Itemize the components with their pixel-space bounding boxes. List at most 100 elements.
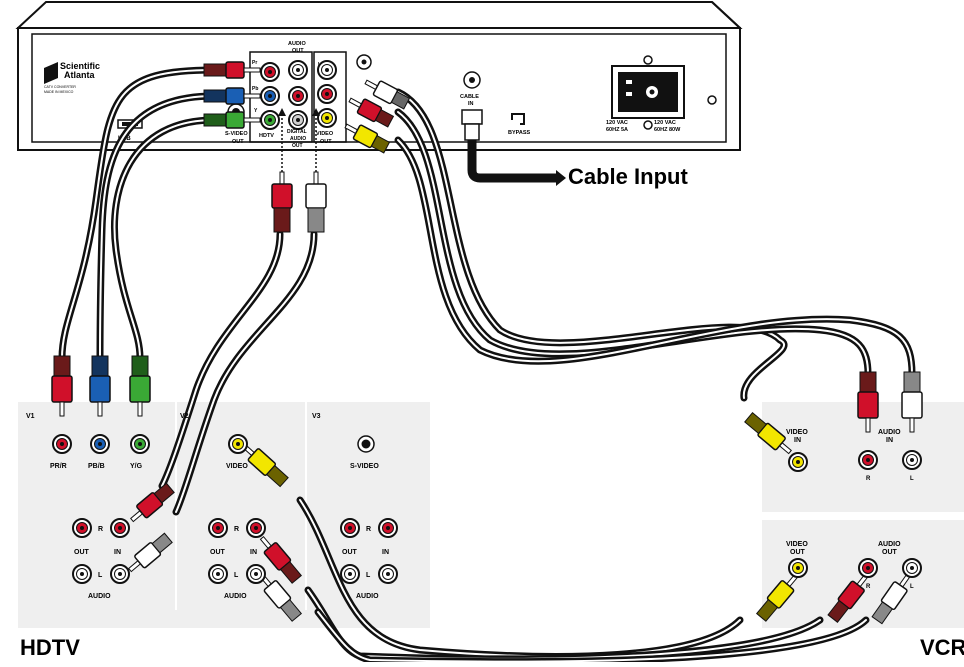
vcr-title: VCR (920, 635, 964, 660)
vcr-audio-out-l-jack (902, 558, 922, 578)
audio-l-jack (288, 60, 308, 80)
cable-in-label-1: CABLE (460, 94, 479, 100)
digital-audio-plugs (271, 171, 327, 233)
hdtv-pr-jack (52, 434, 72, 454)
video-out-l-jack (317, 60, 337, 80)
cable-input-label: Cable Input (568, 164, 688, 189)
audio-out-jacks: AUDIO OUT DIGITAL AUDIO OUT (287, 41, 308, 149)
hdtv-v2-plugs (241, 443, 303, 622)
vcr-video-out-label-2: OUT (790, 549, 806, 556)
audio-r-jack (288, 86, 308, 106)
video-out-label-1: VIDEO (316, 131, 334, 137)
brand-line-1: Scientific (60, 61, 100, 71)
svg-text:L: L (910, 584, 914, 590)
s-video-out-label-2: OUT (232, 139, 244, 145)
svg-text:IN: IN (114, 549, 121, 556)
pb-label: Pb (252, 86, 258, 92)
vcr-video-out-jack (788, 558, 808, 578)
svg-text:L: L (98, 572, 103, 579)
hdtv-out-label: HDTV (259, 133, 274, 139)
hdtv-video-label: VIDEO (226, 463, 248, 470)
vcr-video-out-label-1: VIDEO (786, 541, 808, 548)
bypass-label: BYPASS (508, 130, 531, 136)
power2-label-1: 120 VAC (654, 120, 676, 126)
video-out-r-jack (317, 84, 337, 104)
digital-audio-jack (288, 110, 308, 130)
svg-text:AUDIO: AUDIO (224, 593, 247, 600)
y-label: Y (254, 108, 258, 114)
cable-in-connector: CABLE IN (460, 71, 483, 141)
svg-text:L: L (366, 572, 371, 579)
hdtv-v2-label: V2 (180, 413, 189, 420)
audio-out-label-2: OUT (292, 48, 304, 54)
hdtv-audio-in-plugs (128, 482, 175, 573)
vcr-in-plugs (744, 371, 923, 455)
vcr-audio-out-label-1: AUDIO (878, 541, 901, 548)
bypass-switch: BYPASS (508, 113, 531, 136)
hdtv-v3-label: V3 (312, 413, 321, 420)
svg-text:OUT: OUT (74, 549, 90, 556)
vcr-audio-in-r-jack (858, 450, 878, 470)
svg-text:R: R (234, 526, 239, 533)
svg-text:L: L (234, 572, 239, 579)
digital-audio-label-1: DIGITAL (287, 129, 307, 135)
hdtv-y-jack (130, 434, 150, 454)
cable-in-label-2: IN (468, 101, 474, 107)
digital-audio-label-3: OUT (292, 143, 303, 149)
svg-text:L: L (910, 476, 914, 482)
svg-text:AUDIO: AUDIO (356, 593, 379, 600)
svg-text:IN: IN (382, 549, 389, 556)
video-out-jacks: L VIDEO OUT (313, 51, 372, 145)
brand-line-3: CATV CONVERTER (44, 85, 76, 89)
brand-line-2: Atlanta (64, 70, 95, 80)
hdtv-panel-content: V1 V2 V3 PR/R PB/B Y/G VIDEO S-VIDEO R L… (26, 413, 398, 600)
vcr-audio-in-label-2: IN (886, 437, 893, 444)
hdtv-yg-label: Y/G (130, 463, 143, 470)
rf-out-connector (356, 54, 372, 70)
hdtv-s-video-jack (357, 435, 375, 453)
svg-text:IN: IN (250, 549, 257, 556)
cable-input-line (467, 140, 566, 186)
svg-text:R: R (98, 526, 103, 533)
vcr-out-plugs (755, 574, 911, 625)
brand-logo: Scientific Atlanta CATV CONVERTER MADE I… (44, 61, 100, 94)
hdtv-audio-group-3: R L OUT IN AUDIO (340, 518, 398, 600)
hdtv-pr-label: PR/R (50, 463, 67, 470)
power1-label-2: 60HZ 5A (606, 127, 628, 133)
vcr-audio-in-label-1: AUDIO (878, 429, 901, 436)
hdtv-pb-jack (90, 434, 110, 454)
vcr-video-in-label-2: IN (794, 437, 801, 444)
hdtv-title: HDTV (20, 635, 80, 660)
vcr-panel-content: VIDEO IN AUDIO IN R L VIDEO OUT AUDIO OU… (786, 429, 922, 590)
power-outlet: 120 VAC 60HZ 5A 120 VAC 60HZ 80W (606, 55, 717, 133)
svg-text:OUT: OUT (342, 549, 358, 556)
digital-audio-label-2: AUDIO (290, 136, 306, 142)
s-video-out-label-1: S-VIDEO (225, 131, 248, 137)
y-jack (260, 110, 280, 130)
hdtv-video-jack (228, 434, 248, 454)
pb-jack (260, 86, 280, 106)
power2-label-2: 60HZ 80W (654, 127, 681, 133)
svg-text:R: R (866, 476, 871, 482)
vcr-video-in-label-1: VIDEO (786, 429, 808, 436)
vcr-video-in-jack (788, 452, 808, 472)
converter-component-plugs (203, 61, 261, 129)
svg-text:R: R (866, 584, 871, 590)
video-out-video-jack (317, 108, 337, 128)
hdtv-v1-label: V1 (26, 413, 35, 420)
vcr-audio-in-l-jack (902, 450, 922, 470)
converter-av-plugs (344, 79, 411, 154)
hdtv-audio-group-1: R L OUT IN AUDIO (72, 518, 130, 600)
audio-out-label-1: AUDIO (288, 41, 306, 47)
hdtv-component-plugs (51, 355, 151, 417)
hdtv-s-video-label: S-VIDEO (350, 463, 379, 470)
pr-jack (260, 62, 280, 82)
pr-label: Pr (252, 60, 257, 66)
svg-text:AUDIO: AUDIO (88, 593, 111, 600)
video-out-label-2: OUT (320, 139, 332, 145)
vcr-audio-out-label-2: OUT (882, 549, 898, 556)
hdtv-audio-group-2: R L OUT IN AUDIO (208, 518, 266, 600)
vcr-audio-out-r-jack (858, 558, 878, 578)
